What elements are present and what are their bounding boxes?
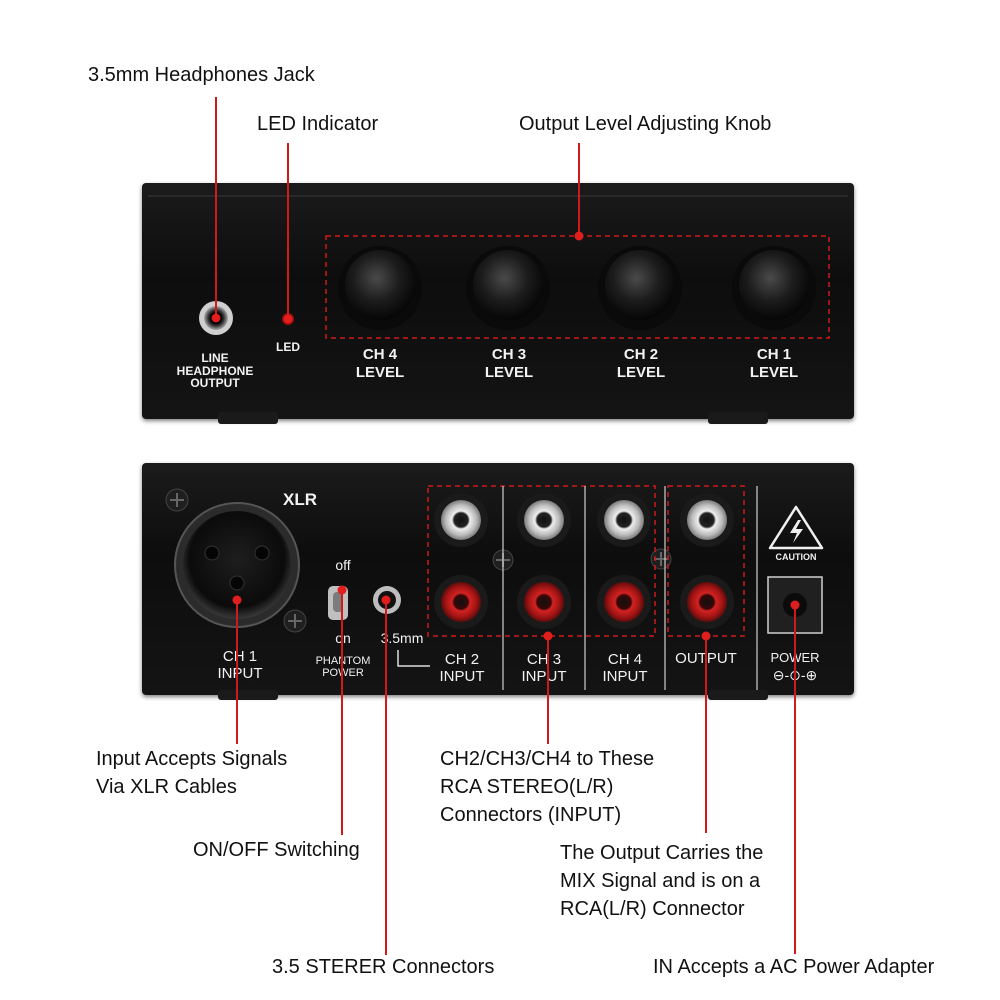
rca-inputs-callout-line3: Connectors (INPUT) [440, 804, 622, 826]
rca-ch2-line1: CH 2 [444, 651, 480, 668]
on-off-callout: ON/OFF Switching [193, 839, 360, 861]
led-indicator-callout: LED Indicator [257, 113, 379, 135]
ch1-input-label: CH 1 INPUT [200, 648, 280, 682]
knob-label-ch1-line1: CH 1 [756, 346, 792, 363]
rca-ch2-red[interactable] [434, 575, 488, 629]
xlr-input-callout: Input Accepts Signals Via XLR Cables [96, 745, 287, 801]
output-knob-callout: Output Level Adjusting Knob [519, 113, 772, 135]
ch1-input-line2: INPUT [217, 665, 263, 682]
rca-ch3-label: CH 3 INPUT [509, 651, 579, 685]
knob-label-ch3: CH 3 LEVEL [469, 346, 549, 382]
rca-output-red[interactable] [680, 575, 734, 629]
xlr-connector[interactable] [174, 502, 300, 628]
knob-label-ch1-line2: LEVEL [749, 364, 799, 381]
rca-inputs-dashed-box [427, 485, 656, 637]
knob-label-ch1: CH 1 LEVEL [734, 346, 814, 382]
dot-knobs [574, 231, 584, 241]
jack-35-label: 3.5mm [380, 630, 424, 646]
ch1-input-line1: CH 1 [222, 648, 258, 665]
dot-headphone-jack [211, 313, 221, 323]
knobs-dashed-box [325, 235, 830, 339]
dot-rca-inputs [543, 631, 553, 641]
knob-label-ch2-line1: CH 2 [623, 346, 659, 363]
switch-off-label: off [335, 557, 351, 573]
back-foot-left [218, 690, 278, 700]
rca-ch2-white[interactable] [434, 493, 488, 547]
knob-label-ch3-line2: LEVEL [484, 364, 534, 381]
rca-output-white[interactable] [680, 493, 734, 547]
knob-label-ch4-line2: LEVEL [355, 364, 405, 381]
rca-ch2-line2: INPUT [439, 668, 485, 685]
knob-ch3[interactable] [466, 246, 550, 330]
rca-ch4-line1: CH 4 [607, 651, 643, 668]
knob-label-ch4: CH 4 LEVEL [340, 346, 420, 382]
rca-inputs-callout-line2: RCA STEREO(L/R) [440, 776, 614, 798]
output-mix-callout: The Output Carries the MIX Signal and is… [560, 839, 763, 923]
headphone-label-line2: HEADPHONE [176, 363, 254, 378]
dot-xlr [232, 595, 242, 605]
front-foot-right [708, 412, 768, 424]
stereo-35-callout: 3.5 STERER Connectors [272, 956, 495, 978]
rca-ch4-red[interactable] [597, 575, 651, 629]
screw-top-left [165, 488, 189, 512]
rca-ch4-label: CH 4 INPUT [590, 651, 660, 685]
dot-led [283, 314, 293, 324]
bracket-35-to-ch2 [397, 650, 430, 667]
rca-ch3-white[interactable] [517, 493, 571, 547]
caution-label: CAUTION [775, 552, 817, 562]
screw-bottom-xlr [283, 609, 307, 633]
rca-ch2-label: CH 2 INPUT [427, 651, 497, 685]
xlr-title: XLR [283, 490, 317, 509]
knob-label-ch4-line1: CH 4 [362, 346, 398, 363]
power-adapter-callout: IN Accepts a AC Power Adapter [653, 956, 935, 978]
xlr-input-callout-line2: Via XLR Cables [96, 776, 237, 798]
front-foot-left [218, 412, 278, 424]
dot-power [790, 600, 800, 610]
headphone-label-line1: LINE [201, 351, 229, 365]
led-label: LED [276, 340, 300, 354]
output-mix-callout-line2: MIX Signal and is on a [560, 870, 761, 892]
knob-ch1[interactable] [732, 246, 816, 330]
knob-label-ch2: CH 2 LEVEL [601, 346, 681, 382]
output-mix-callout-line3: RCA(L/R) Connector [560, 898, 745, 920]
caution-icon [768, 505, 824, 550]
screw-output [650, 548, 672, 570]
xlr-input-callout-line1: Input Accepts Signals [96, 748, 288, 770]
output-mix-callout-line1: The Output Carries the [560, 842, 764, 864]
dot-35mm [381, 595, 391, 605]
rca-ch3-line1: CH 3 [526, 651, 562, 668]
rca-inputs-callout: CH2/CH3/CH4 to These RCA STEREO(L/R) Con… [440, 745, 654, 829]
headphones-jack-callout: 3.5mm Headphones Jack [88, 64, 315, 86]
knob-label-ch3-line1: CH 3 [491, 346, 527, 363]
knob-ch2[interactable] [598, 246, 682, 330]
headphone-output-label: LINE HEADPHONE OUTPUT [160, 352, 270, 390]
dot-output [701, 631, 711, 641]
knob-label-ch2-line2: LEVEL [616, 364, 666, 381]
rca-ch3-red[interactable] [517, 575, 571, 629]
knob-ch4[interactable] [338, 246, 422, 330]
dot-phantom [337, 585, 347, 595]
headphone-label-line3: OUTPUT [190, 376, 240, 391]
rca-ch4-line2: INPUT [602, 668, 648, 685]
rca-ch4-white[interactable] [597, 493, 651, 547]
rca-ch3-line2: INPUT [521, 668, 567, 685]
rca-inputs-callout-line1: CH2/CH3/CH4 to These [440, 748, 655, 770]
back-foot-right [708, 690, 768, 700]
